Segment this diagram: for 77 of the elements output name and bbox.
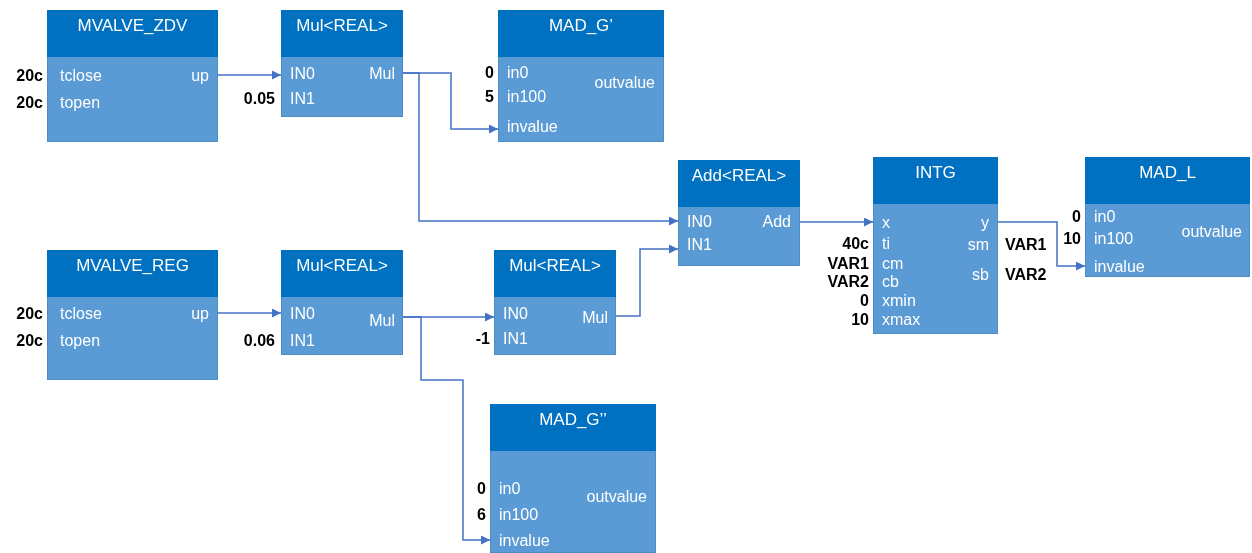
port-label: topen (60, 332, 101, 350)
port-label: IN0 (503, 305, 528, 323)
block-title: Mul<REAL> (281, 250, 403, 297)
port-label: tclose (60, 305, 102, 323)
block-title: Add<REAL> (678, 160, 800, 207)
parameter-value: VAR1 (1005, 236, 1047, 254)
port-label: IN1 (290, 332, 315, 350)
block-title: MVALVE_ZDV (47, 10, 218, 57)
port-label: x (882, 214, 890, 232)
port-label: xmin (882, 292, 916, 310)
parameter-value: 0 (477, 480, 486, 498)
arrow (217, 70, 282, 80)
parameter-value: 20c (16, 332, 43, 350)
parameter-value: VAR1 (827, 255, 869, 273)
port-label: y (981, 214, 989, 232)
block-title: Mul<REAL> (494, 250, 616, 297)
port-label: IN1 (503, 330, 528, 348)
port-label: outvalue (594, 74, 655, 92)
port-label: topen (60, 94, 101, 112)
block-title: MVALVE_REG (47, 250, 218, 297)
arrow (799, 217, 874, 227)
port-label: in0 (499, 480, 521, 498)
block-title: MAD_G’’ (490, 404, 656, 451)
parameter-value: 10 (851, 311, 869, 329)
parameter-value: 0 (485, 64, 494, 82)
port-label: up (191, 67, 209, 85)
port-label: Add (762, 213, 791, 231)
arrow (217, 308, 282, 318)
parameter-value: 20c (16, 305, 43, 323)
port-label: outvalue (586, 488, 647, 506)
port-label: IN0 (687, 213, 712, 231)
port-label: outvalue (1181, 223, 1242, 241)
parameter-value: 0.05 (243, 90, 275, 108)
arrow (997, 221, 1086, 271)
port-label: sm (967, 236, 989, 254)
port-label: tclose (60, 67, 102, 85)
arrow (402, 72, 679, 226)
port-label: up (191, 305, 209, 323)
parameter-value: 5 (485, 88, 494, 106)
port-label: IN0 (290, 305, 315, 323)
arrow (615, 244, 679, 317)
parameter-value: 20c (16, 67, 43, 85)
parameter-value: 20c (16, 94, 43, 112)
parameter-value: -1 (475, 330, 490, 348)
port-label: invalue (499, 532, 550, 550)
port-label: cb (882, 273, 899, 291)
parameter-value: 40c (842, 235, 869, 253)
port-label: IN0 (290, 65, 315, 83)
port-label: sb (972, 266, 989, 284)
port-label: invalue (1094, 258, 1145, 276)
port-label: in100 (507, 88, 547, 106)
port-label: in100 (1094, 230, 1134, 248)
port-label: in0 (1094, 208, 1116, 226)
block-title: INTG (873, 157, 998, 204)
parameter-value: VAR2 (827, 273, 869, 291)
port-label: IN1 (687, 236, 712, 254)
port-label: in0 (507, 64, 529, 82)
port-label: Mul (369, 312, 395, 330)
function-block (678, 160, 800, 266)
port-label: xmax (882, 311, 921, 329)
port-label: IN1 (290, 90, 315, 108)
block-title: MAD_L (1085, 157, 1250, 204)
port-label: Mul (369, 65, 395, 83)
parameter-value: 0 (1072, 208, 1081, 226)
port-label: cm (882, 255, 904, 273)
parameter-value: 0 (860, 292, 869, 310)
port-label: Mul (582, 309, 608, 327)
parameter-value: VAR2 (1005, 266, 1047, 284)
block-title: Mul<REAL> (281, 10, 403, 57)
parameter-value: 6 (477, 506, 486, 524)
parameter-value: 0.06 (243, 332, 275, 350)
block-title: MAD_G’ (498, 10, 664, 57)
arrow (402, 316, 491, 545)
port-label: invalue (507, 118, 558, 136)
port-label: in100 (499, 506, 539, 524)
parameter-value: 10 (1063, 230, 1081, 248)
port-label: ti (882, 235, 890, 253)
